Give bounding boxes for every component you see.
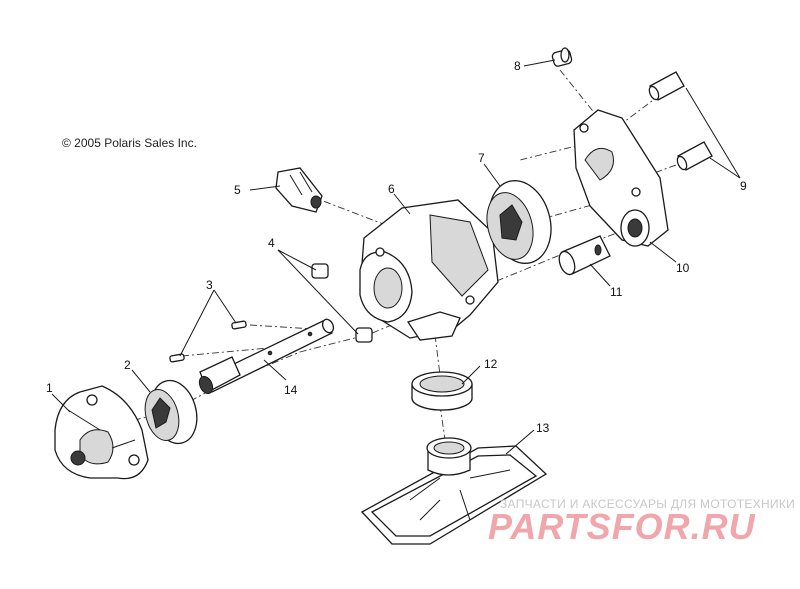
part-12-seal [411, 371, 473, 411]
copyright-text: © 2005 Polaris Sales Inc. [62, 136, 197, 150]
leader-lines [51, 59, 741, 455]
part-1-pump-cover [54, 385, 149, 480]
part-11-relief-valve [558, 235, 611, 276]
part-5-fitting [275, 167, 323, 213]
callout-13: 13 [536, 421, 550, 435]
part-8-pin [551, 47, 573, 67]
callout-3: 3 [206, 278, 213, 292]
part-4-dowels [311, 263, 373, 343]
callout-6: 6 [388, 182, 395, 196]
callout-14: 14 [284, 383, 298, 397]
watermark-tagline: ЗАПЧАСТИ И АКСЕССУАРЫ ДЛЯ МОТОТЕХНИКИ [500, 497, 796, 511]
part-2-rotor [144, 379, 198, 445]
watermark-logo: PARTSFOR.RU [488, 506, 756, 547]
callout-2: 2 [124, 358, 131, 372]
callout-5: 5 [234, 183, 241, 197]
callout-1: 1 [46, 381, 53, 395]
callout-12: 12 [484, 357, 498, 371]
part-3-pins [169, 320, 247, 363]
part-10-end-plate [573, 109, 669, 247]
callout-11: 11 [610, 285, 623, 299]
part-9-dowels [648, 71, 713, 171]
callout-9: 9 [740, 179, 747, 193]
part-7-rotor [486, 180, 552, 264]
callout-7: 7 [478, 151, 485, 165]
callout-4: 4 [268, 236, 275, 250]
callout-numbers: 1 2 3 4 5 6 7 8 9 10 11 12 13 14 [46, 59, 747, 435]
callout-8: 8 [514, 59, 521, 73]
part-6-pump-housing [359, 199, 499, 341]
callout-10: 10 [676, 261, 690, 275]
part-13-strainer [360, 437, 548, 545]
part-14-drive-shaft [198, 318, 335, 395]
